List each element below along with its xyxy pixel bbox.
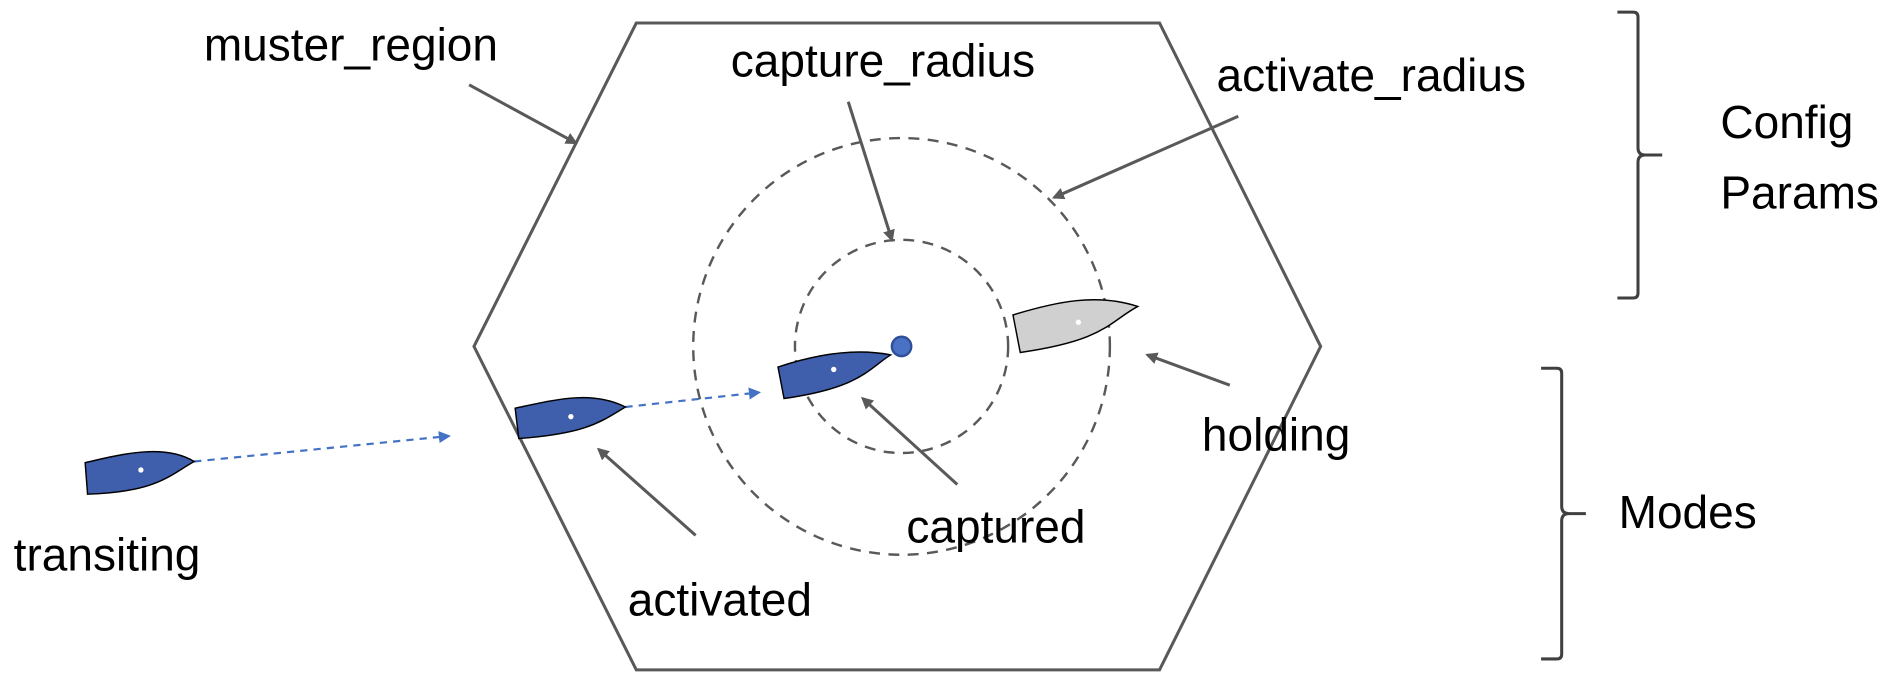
muster-region-hexagon — [472, 21, 1323, 672]
transiting-label: transiting — [14, 529, 201, 581]
boat-center-dot — [568, 414, 574, 420]
muster-region-pointer — [468, 83, 578, 145]
transit-path-arrow — [194, 430, 451, 463]
modes-label: Modes — [1619, 486, 1757, 538]
boat-center-dot — [1075, 319, 1082, 325]
activate-radius-circle — [692, 136, 1112, 556]
muster-region-label: muster_region — [204, 19, 498, 71]
boat-hull-icon — [84, 450, 196, 495]
activation-path-arrow — [625, 387, 762, 409]
boat-center-dot — [831, 366, 837, 373]
activate-radius-pointer — [1051, 114, 1239, 200]
activated-label: activated — [628, 573, 812, 625]
transiting-vessel — [84, 450, 196, 495]
activated-pointer — [596, 447, 697, 537]
muster-point-icon — [890, 335, 913, 358]
capture-radius-circle — [793, 238, 1010, 455]
captured-pointer — [860, 396, 959, 486]
modes-bracket — [1541, 366, 1586, 661]
config-params-bracket — [1617, 10, 1663, 300]
capture-radius-label: capture_radius — [731, 34, 1035, 86]
captured-label: captured — [906, 501, 1085, 553]
holding-pointer — [1145, 352, 1231, 387]
config-params-label-line2: Params — [1720, 166, 1879, 218]
holding-label: holding — [1202, 409, 1350, 461]
holding-vessel — [1012, 299, 1140, 354]
boat-hull-icon — [777, 351, 893, 400]
captured-vessel — [777, 351, 893, 400]
config-params-label-line1: Config — [1720, 96, 1853, 148]
boat-center-dot — [138, 467, 144, 473]
boat-hull-icon — [1012, 299, 1140, 354]
activated-vessel — [514, 396, 627, 440]
capture-radius-pointer — [846, 101, 895, 243]
activate-radius-label: activate_radius — [1216, 49, 1526, 101]
